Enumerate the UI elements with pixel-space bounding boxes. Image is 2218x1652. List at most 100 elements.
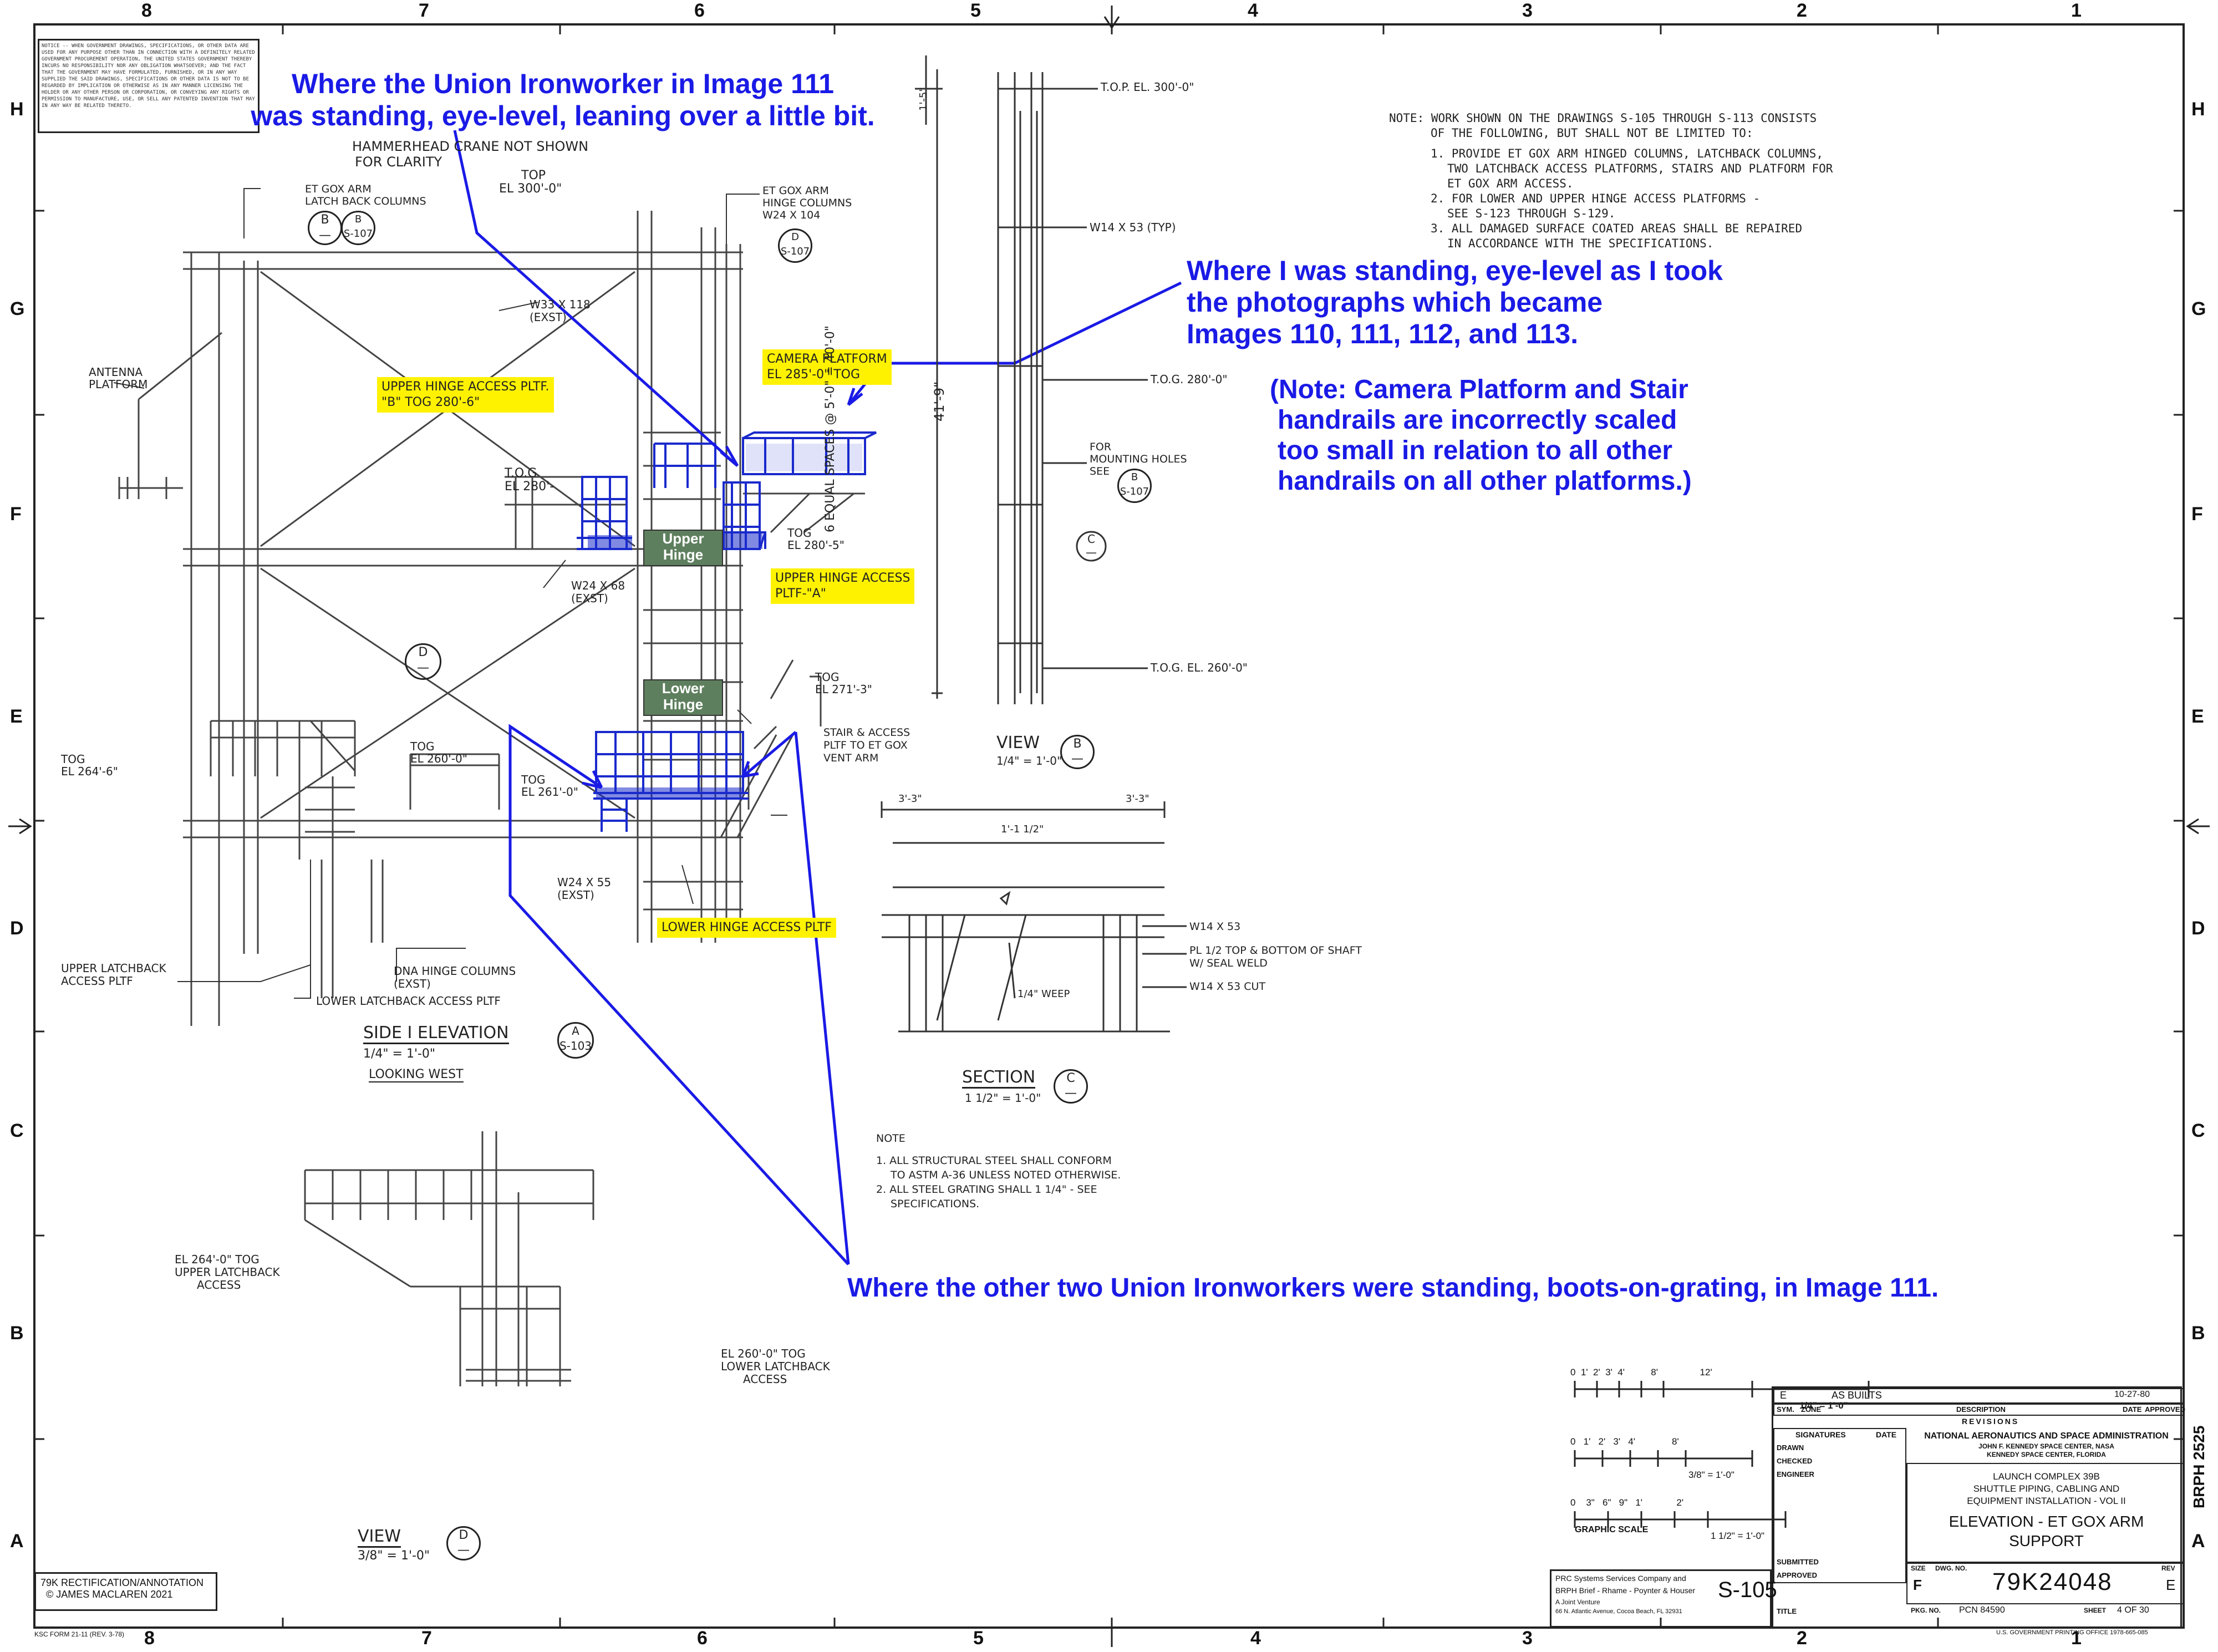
- scale-view-d: 3/8" = 1'-0": [358, 1549, 430, 1563]
- zone-top-5: 5: [970, 0, 981, 21]
- bubble-c: C—: [1086, 532, 1097, 559]
- rev-approved-label: APPROVED: [2145, 1405, 2185, 1414]
- zone-left-d: D: [10, 918, 24, 939]
- project-line1: LAUNCH COMPLEX 39B: [1993, 1471, 2100, 1482]
- rev-letter: E: [1780, 1390, 1787, 1401]
- scale-view-b: 1/4" = 1'-0": [996, 754, 1062, 767]
- zone-left-h: H: [10, 99, 24, 120]
- label-top-el300: Top EL 300'-0": [499, 169, 562, 196]
- scale-2-ticks: 0 1' 2' 3' 4' 8': [1570, 1436, 1679, 1447]
- label-top-el300-right: T.O.P. EL. 300'-0": [1101, 80, 1194, 94]
- sheet-value: 4 OF 30: [2117, 1605, 2149, 1615]
- label-w24x55: W24 x 55 (EXST): [557, 876, 612, 902]
- signatures-block: [1773, 1428, 1906, 1583]
- label-lower-latchback: Lower Latchback Access Pltf: [316, 994, 501, 1008]
- dim-equal-spaces: 6 EQUAL SPACES @ 5'-0" = 40'-0": [823, 326, 837, 532]
- label-weep: 1/4" Weep: [1018, 988, 1070, 1000]
- label-tog-260-right: T.O.G. EL. 260'-0": [1151, 661, 1248, 674]
- zone-bottom-6: 6: [697, 1628, 708, 1649]
- size-label: SIZE: [1911, 1564, 1926, 1572]
- contractor-line3: A Joint Venture: [1555, 1598, 1600, 1606]
- annotation-author-line3: Images 110, 111, 112, and 113.: [1187, 318, 1579, 349]
- rectification-line1: 79K RECTIFICATION/ANNOTATION: [40, 1577, 204, 1588]
- annotation-scale-line1: (Note: Camera Platform and Stair: [1270, 375, 1688, 404]
- signatures-label: SIGNATURES: [1795, 1430, 1846, 1439]
- notice-box: NOTICE -- WHEN GOVERNMENT DRAWINGS, SPEC…: [38, 39, 260, 133]
- dim-section-a: 3'-3": [898, 793, 922, 805]
- label-camera-platform: Camera Platform EL 285'-0" TOG: [762, 349, 892, 385]
- rev-value: E: [2166, 1577, 2176, 1593]
- dwg-row: [1906, 1563, 2184, 1604]
- zone-left-a: A: [10, 1531, 24, 1552]
- title-block: E AS BUILTS 10-27-80 SYM. ZONE DESCRIPTI…: [1772, 1386, 2185, 1629]
- dim-section-b: 1'-1 1/2": [1001, 824, 1044, 835]
- contractor-block: [1550, 1569, 1772, 1628]
- label-w24x68: W24 x 68 (EXST): [571, 579, 625, 605]
- label-tog-el261: TOG EL 261'-0": [521, 773, 578, 799]
- label-tog-el260: TOG EL 260'-0": [410, 740, 467, 765]
- label-tog-280-right: T.O.G. 280'-0": [1151, 373, 1228, 386]
- zone-right-c: C: [2191, 1120, 2205, 1141]
- annotation-scale-line2: handrails are incorrectly scaled: [1278, 405, 1677, 435]
- dwg-no-label: DWG. NO.: [1935, 1564, 1967, 1572]
- scale-3-label: 1 1/2" = 1'-0": [1711, 1531, 1765, 1541]
- approved-sign-label: APPROVED: [1777, 1571, 1817, 1579]
- signatures-date-label: DATE: [1876, 1430, 1897, 1439]
- dim-41-9: 41'-9": [932, 381, 947, 421]
- zone-bottom-7: 7: [421, 1628, 432, 1649]
- zone-bottom-4: 4: [1250, 1628, 1261, 1649]
- label-w14x53: W14 x 53: [1189, 921, 1241, 933]
- annotation-author-line1: Where I was standing, eye-level as I too…: [1187, 255, 1723, 286]
- form-code: KSC FORM 21-11 (REV. 3-78): [34, 1630, 125, 1638]
- label-dna-hinge-columns: DNA Hinge Columns (EXST): [394, 964, 516, 990]
- revisions-label: REVISIONS: [1962, 1417, 2019, 1426]
- sheet-label: SHEET: [2084, 1607, 2107, 1614]
- dim-1-5: 1'-5": [918, 87, 929, 111]
- label-hinge-columns: ET GOX Arm Hinge Columns W24 x 104: [762, 185, 852, 221]
- zone-top-2: 2: [1797, 0, 1807, 21]
- label-upper-hinge-pltf-b: Upper Hinge Access Pltf. "B" TOG 280'-6": [377, 377, 554, 413]
- rev-header: [1773, 1404, 2184, 1416]
- contractor-line2: BRPH Brief - Rhame - Poynter & Houser: [1555, 1586, 1696, 1595]
- label-plate: PL 1/2 Top & Bottom of Shaft W/ Seal Wel…: [1189, 944, 1362, 969]
- label-stair-access: Stair & Access Pltf to ET GOX Vent Arm: [823, 726, 910, 764]
- contractor-line4: 66 N. Atlantic Avenue, Cocoa Beach, FL 3…: [1555, 1608, 1682, 1615]
- drawn-label: DRAWN: [1777, 1443, 1804, 1452]
- dwg-no-value: 79K24048: [1992, 1568, 2113, 1595]
- zone-right-e: E: [2191, 706, 2204, 727]
- annotation-author-position: Where I was standing, eye-level as I too…: [1187, 255, 1723, 350]
- bubble-view-d: D—: [446, 1526, 481, 1560]
- project-line3: EQUIPMENT INSTALLATION - VOL II: [1967, 1496, 2126, 1506]
- label-lower-hinge: Lower Hinge: [643, 679, 723, 716]
- label-tog-el264: TOG EL 264'-6": [61, 753, 118, 778]
- annotation-scale-line3: too small in relation to all other: [1278, 436, 1673, 465]
- scale-2-label: 3/8" = 1'-0": [1688, 1470, 1734, 1480]
- drawing-title-line2: SUPPORT: [2009, 1532, 2084, 1549]
- zone-bottom-1: 1: [2071, 1628, 2082, 1649]
- scale-1-ticks: 0 1' 2' 3' 4' 8' 12': [1570, 1367, 1712, 1377]
- zone-top-3: 3: [1522, 0, 1533, 21]
- title-side-elevation: SIDE I ELEVATION: [363, 1023, 509, 1044]
- label-upper-hinge-pltf-a: Upper Hinge Access Pltf-"A": [771, 568, 915, 604]
- section-c-marker: [1076, 531, 1107, 562]
- zone-right-f: F: [2191, 504, 2203, 525]
- rev-date-label: DATE: [2123, 1405, 2142, 1414]
- project-block: [1906, 1463, 2184, 1563]
- zone-right-a: A: [2191, 1531, 2205, 1552]
- pcn-value: PCN 84590: [1959, 1605, 2005, 1615]
- zone-bottom-5: 5: [973, 1628, 984, 1649]
- graphic-scale-title: GRAPHIC SCALE: [1575, 1525, 1649, 1534]
- rev-label: REV: [2161, 1564, 2175, 1572]
- label-w14x53-typ: W14 x 53 (TYP): [1090, 221, 1176, 234]
- zone-bottom-2: 2: [1797, 1628, 1807, 1649]
- zone-bottom-8: 8: [144, 1628, 155, 1649]
- rev-sym-label: SYM.: [1777, 1405, 1794, 1414]
- agency-name: NATIONAL AERONAUTICS AND SPACE ADMINISTR…: [1924, 1431, 2169, 1441]
- label-w33x118: W33 x 118 (EXST): [530, 298, 591, 324]
- annotation-scale-note: (Note: Camera Platform and Stair handrai…: [1270, 374, 1692, 496]
- annotation-grating: Where the other two Union Ironworkers we…: [847, 1273, 1939, 1303]
- annotation-scale-line4: handrails on all other platforms.): [1278, 466, 1692, 496]
- zone-top-1: 1: [2071, 0, 2082, 21]
- rectification-line2: © JAMES MACLAREN 2021: [46, 1589, 173, 1600]
